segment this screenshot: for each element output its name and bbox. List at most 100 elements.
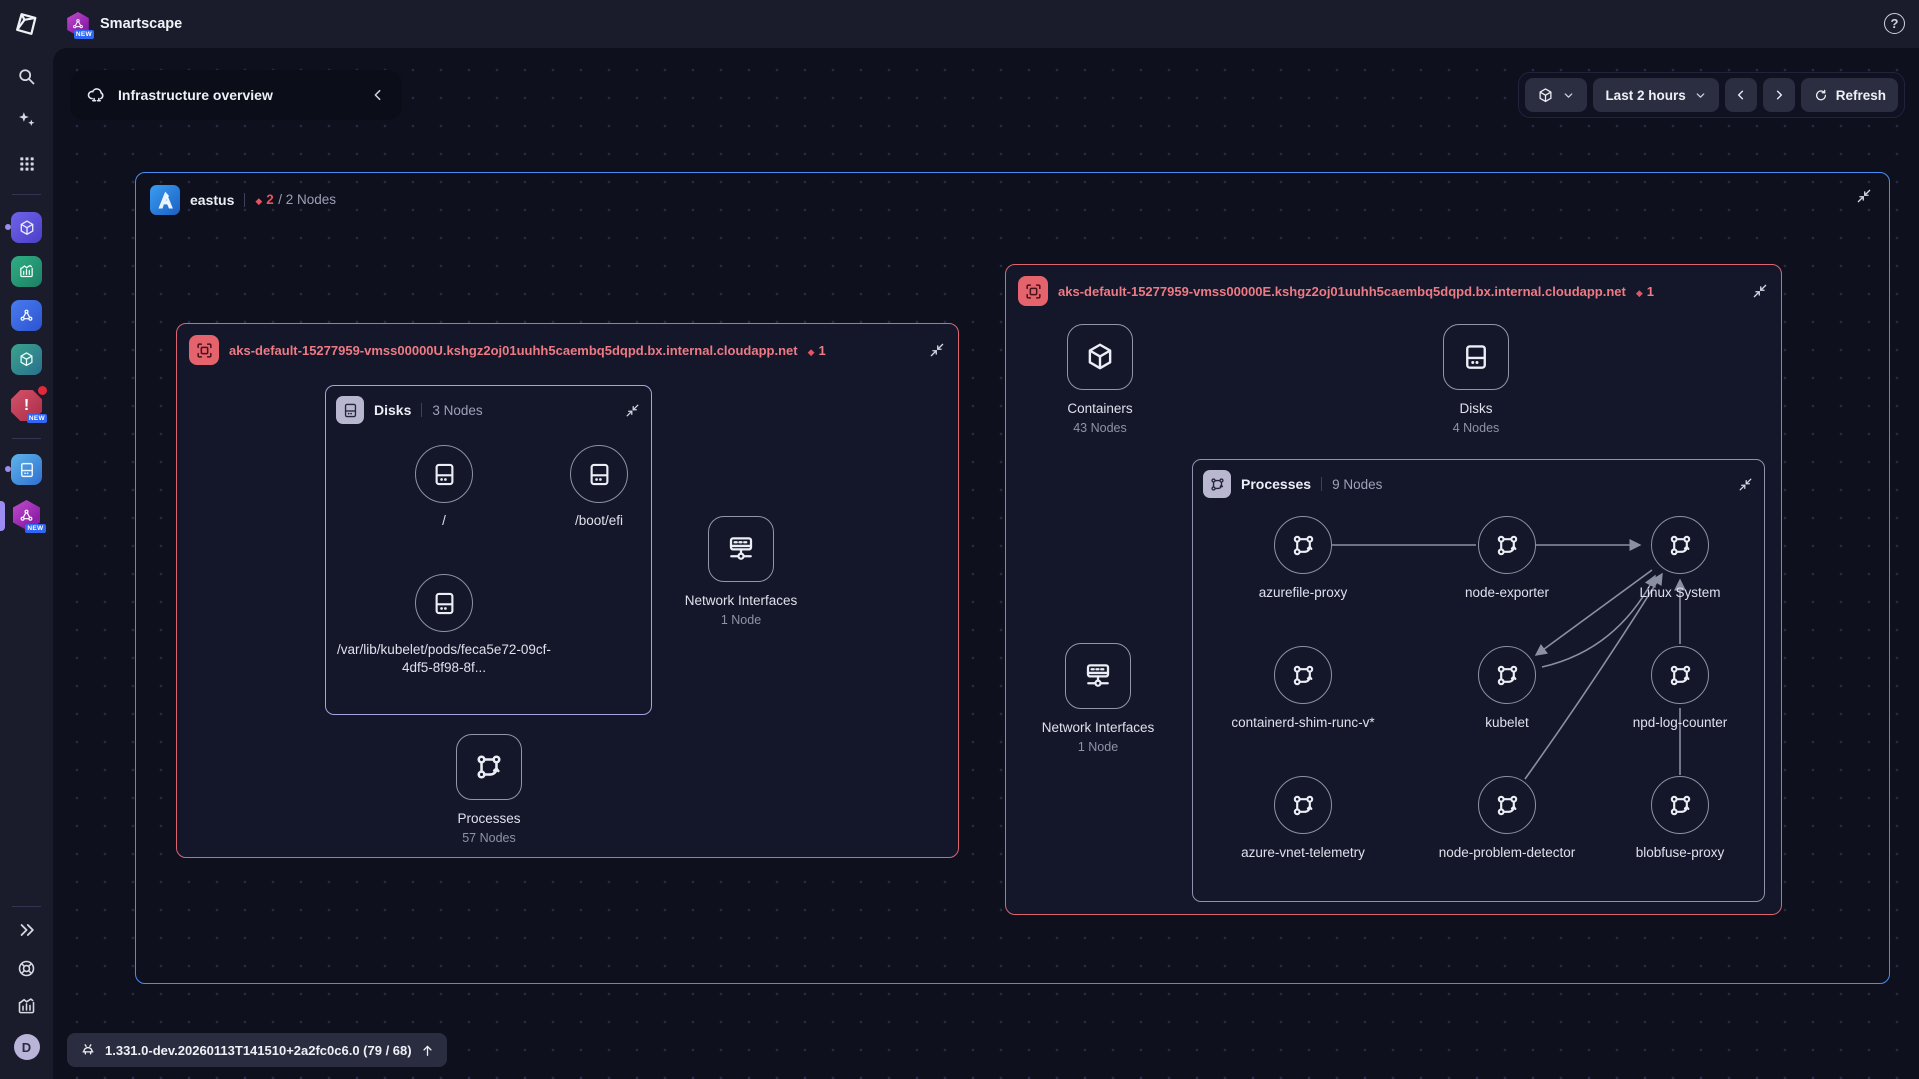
process-icon xyxy=(1203,470,1231,498)
refresh-button[interactable]: Refresh xyxy=(1800,78,1898,112)
containers-node[interactable] xyxy=(1067,324,1133,390)
disk-icon xyxy=(336,396,364,424)
app-grid-button[interactable] xyxy=(0,154,53,174)
time-forward-button[interactable] xyxy=(1762,78,1795,112)
chevron-left-icon[interactable] xyxy=(370,87,386,103)
refresh-label: Refresh xyxy=(1835,87,1886,103)
notification-dot xyxy=(5,224,11,230)
sidebar-item-problems[interactable]: ! NEW xyxy=(0,386,53,423)
processes-node[interactable] xyxy=(456,734,522,800)
region-group-eastus[interactable]: eastus ◆2 / 2 Nodes aks-default-15277959… xyxy=(135,172,1890,984)
support-button[interactable] xyxy=(0,958,53,979)
smartscape-app-icon: NEW xyxy=(66,12,94,39)
version-info[interactable]: 1.331.0-dev.20260113T141510+2a2fc0c6.0 (… xyxy=(67,1033,447,1067)
host-icon xyxy=(1018,276,1048,306)
help-button[interactable]: ? xyxy=(1884,13,1905,34)
divider xyxy=(421,403,423,417)
dynatrace-logo-icon[interactable] xyxy=(12,10,40,38)
app-switcher-current[interactable]: NEW Smartscape xyxy=(66,12,183,39)
disk-node-root[interactable] xyxy=(415,445,473,503)
process-node-azure-vnet-telemetry[interactable] xyxy=(1274,776,1332,834)
sidebar-divider xyxy=(12,438,41,439)
sidebar-item-kubernetes[interactable] xyxy=(0,212,53,243)
new-badge: NEW xyxy=(73,30,94,39)
process-node-node-problem-detector[interactable] xyxy=(1478,776,1536,834)
ai-sparkles-button[interactable] xyxy=(0,110,53,131)
sidebar-item-dashboards[interactable] xyxy=(0,256,53,287)
node-label: blobfuse-proxy xyxy=(1635,845,1725,860)
node-label: node-exporter xyxy=(1464,585,1550,600)
sidebar-item-infrastructure[interactable] xyxy=(0,454,53,485)
process-node-containerd-shim[interactable] xyxy=(1274,646,1332,704)
group-header: Processes 9 Nodes xyxy=(1203,469,1754,499)
divider xyxy=(244,193,246,207)
host-name: aks-default-15277959-vmss00000E.kshgz2oj… xyxy=(1058,283,1626,299)
infrastructure-icon xyxy=(86,85,107,106)
new-badge: NEW xyxy=(26,414,47,423)
problem-diamond-icon: ◆ xyxy=(1635,287,1643,298)
view-title: Infrastructure overview xyxy=(118,87,273,103)
smartscape-canvas[interactable]: Infrastructure overview Last 2 hours Ref… xyxy=(53,48,1919,1079)
chevron-left-icon xyxy=(1734,88,1748,102)
user-avatar[interactable]: D xyxy=(0,1034,53,1060)
node-label: npd-log-counter xyxy=(1632,715,1728,730)
time-range-dropdown[interactable]: Last 2 hours xyxy=(1593,78,1719,112)
layer-filter-dropdown[interactable] xyxy=(1525,78,1588,112)
collapse-host-button[interactable] xyxy=(1751,282,1769,300)
search-button[interactable] xyxy=(0,66,53,87)
node-label: azure-vnet-telemetry xyxy=(1241,845,1365,860)
host-problem-count: ◆1 xyxy=(1635,283,1655,299)
processes-group[interactable]: Processes 9 Nodes xyxy=(1192,459,1765,902)
chevron-down-icon xyxy=(1562,89,1575,102)
collapse-group-button[interactable] xyxy=(1737,476,1754,493)
disks-node[interactable] xyxy=(1443,324,1509,390)
usage-button[interactable] xyxy=(0,996,53,1017)
node-label: containerd-shim-runc-v* xyxy=(1231,715,1375,730)
host-icon xyxy=(189,335,219,365)
app-sidebar: ! NEW NEW D xyxy=(0,48,53,1079)
network-interfaces-node[interactable] xyxy=(708,516,774,582)
process-node-kubelet[interactable] xyxy=(1478,646,1536,704)
node-label: Linux System xyxy=(1639,585,1721,600)
time-back-button[interactable] xyxy=(1724,78,1757,112)
sidebar-item-smartscape[interactable]: NEW xyxy=(0,500,53,533)
chevron-down-icon xyxy=(1694,89,1707,102)
process-node-linux-system[interactable] xyxy=(1651,516,1709,574)
collapse-group-button[interactable] xyxy=(624,402,641,419)
group-header: Disks 3 Nodes xyxy=(336,395,641,425)
up-arrow-icon[interactable] xyxy=(420,1043,435,1058)
collapse-region-button[interactable] xyxy=(1855,187,1873,205)
sidebar-item-workflows[interactable] xyxy=(0,300,53,331)
expand-sidebar-button[interactable] xyxy=(0,920,53,940)
view-selector[interactable]: Infrastructure overview xyxy=(70,70,402,120)
disk-node-kubelet-pods[interactable] xyxy=(415,574,473,632)
sidebar-divider xyxy=(12,906,41,907)
collapse-host-button[interactable] xyxy=(928,341,946,359)
host-group-vmss00000E[interactable]: aks-default-15277959-vmss00000E.kshgz2oj… xyxy=(1005,264,1782,915)
sidebar-item-services[interactable] xyxy=(0,344,53,375)
region-problems: ◆2 / 2 Nodes xyxy=(255,192,337,207)
host-header: aks-default-15277959-vmss00000E.kshgz2oj… xyxy=(1018,275,1769,307)
region-header: eastus ◆2 / 2 Nodes xyxy=(150,185,336,215)
network-interfaces-node[interactable] xyxy=(1065,643,1131,709)
disk-node-boot-efi[interactable] xyxy=(570,445,628,503)
disks-group[interactable]: Disks 3 Nodes / /boot/efi /var/lib/kubel… xyxy=(325,385,652,715)
app-title: Smartscape xyxy=(100,16,183,32)
new-badge: NEW xyxy=(25,524,46,533)
refresh-icon xyxy=(1813,88,1828,103)
node-label: / xyxy=(442,513,446,528)
process-node-azurefile-proxy[interactable] xyxy=(1274,516,1332,574)
node-label: /boot/efi xyxy=(574,513,624,528)
host-problem-count: ◆1 xyxy=(807,342,826,358)
problem-diamond-icon: ◆ xyxy=(807,346,815,357)
cube-icon xyxy=(1537,87,1554,104)
host-group-vmss00000U[interactable]: aks-default-15277959-vmss00000U.kshgz2oj… xyxy=(176,323,959,858)
process-node-blobfuse-proxy[interactable] xyxy=(1651,776,1709,834)
problem-diamond-icon: ◆ xyxy=(255,196,263,206)
process-node-npd-log-counter[interactable] xyxy=(1651,646,1709,704)
process-node-node-exporter[interactable] xyxy=(1478,516,1536,574)
azure-icon xyxy=(150,185,180,215)
